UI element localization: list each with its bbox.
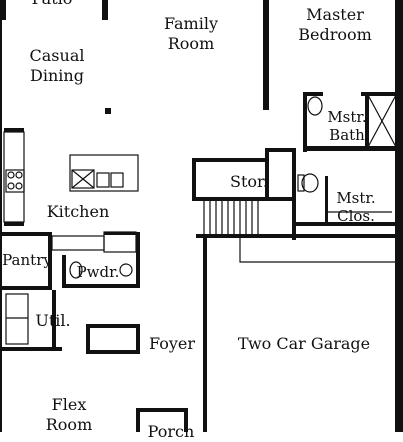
room-label-stor: Stor.: [230, 172, 268, 191]
room-label-foyer: Foyer: [148, 334, 195, 353]
room-label-casual-dining: Casual Dining: [29, 46, 85, 85]
room-label-util: Util.: [35, 311, 71, 330]
room-label-pantry: Pantry: [2, 251, 52, 269]
stairs: [203, 201, 259, 234]
room-label-pwdr: Pwdr.: [76, 263, 120, 281]
room-label-kitchen: Kitchen: [46, 202, 110, 221]
room-label-mstr-bath: Mstr. Bath: [327, 108, 367, 144]
room-label-mstr-clos: Mstr. Clos.: [336, 189, 376, 225]
room-label-flex-room: Flex Room: [45, 395, 93, 434]
room-label-patio: Patio: [22, 0, 82, 9]
floor-plan: [0, 0, 403, 432]
room-label-family-room: Family Room: [164, 14, 218, 53]
fixtures: [3, 94, 397, 345]
walls: [0, 0, 403, 432]
room-label-two-car-garage: Two Car Garage: [237, 334, 371, 353]
room-label-porch: Porch: [147, 422, 195, 441]
room-label-master-bedroom: Master Bedroom: [298, 5, 372, 44]
